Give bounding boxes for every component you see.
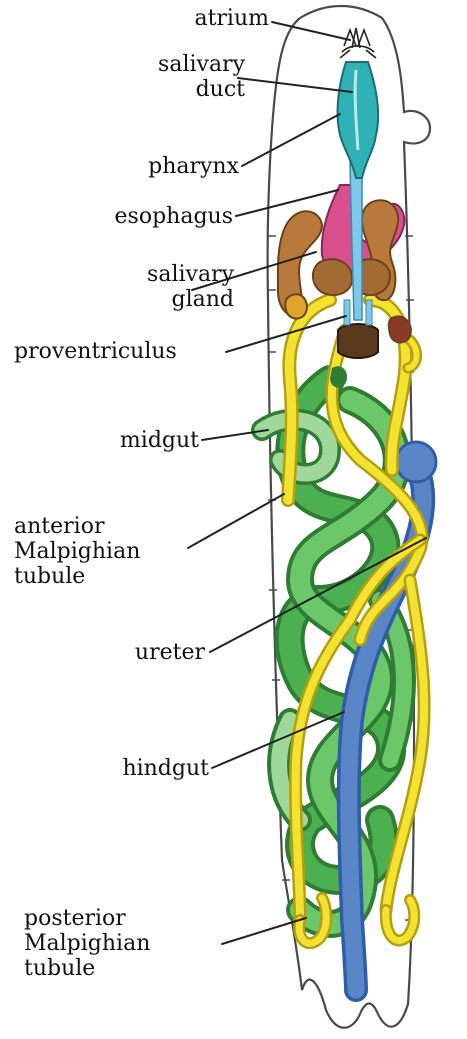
label-proventriculus: proventriculus	[14, 339, 177, 364]
leader-anterior-malpighian	[188, 494, 284, 548]
label-pharynx: pharynx	[148, 154, 239, 179]
label-atrium: atrium	[194, 6, 269, 31]
label-hindgut: hindgut	[122, 756, 209, 781]
label-anterior-malpighian-line1: anterior	[14, 514, 140, 539]
label-midgut: midgut	[120, 428, 199, 453]
label-anterior-malpighian-tubule: anterior Malpighian tubule	[14, 514, 140, 589]
label-anterior-malpighian-line3: tubule	[14, 564, 140, 589]
label-esophagus: esophagus	[115, 204, 233, 229]
gastric-caecum	[330, 366, 347, 388]
label-posterior-malpighian-line2: Malpighian	[24, 931, 150, 956]
label-posterior-malpighian-tubule: posterior Malpighian tubule	[24, 906, 150, 981]
label-salivary-gland: salivary gland	[147, 262, 234, 312]
label-anterior-malpighian-line2: Malpighian	[14, 539, 140, 564]
label-salivary-gland-line2: gland	[147, 287, 234, 312]
label-posterior-malpighian-line1: posterior	[24, 906, 150, 931]
label-salivary-duct: salivary duct	[158, 52, 245, 102]
label-ureter: ureter	[135, 640, 205, 665]
label-salivary-duct-line1: salivary	[158, 52, 245, 77]
label-salivary-duct-line2: duct	[158, 77, 245, 102]
label-salivary-gland-line1: salivary	[147, 262, 234, 287]
proventriculus-shape	[338, 324, 378, 358]
label-posterior-malpighian-line3: tubule	[24, 956, 150, 981]
